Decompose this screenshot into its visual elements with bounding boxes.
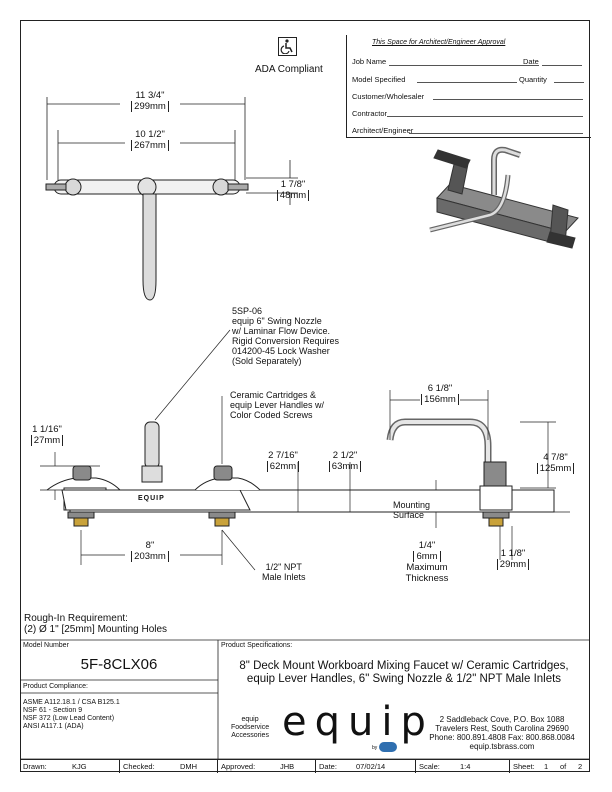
ada-icon [278, 37, 297, 56]
nozzle-callout: 5SP-06 equip 6" Swing Nozzle w/ Laminar … [232, 306, 340, 366]
dim-depth: 1 7/8" 48mm [268, 179, 318, 201]
footer-sheet: Sheet: 1 of 2 [513, 762, 583, 771]
mounting-callout: Mounting Surface [393, 500, 431, 520]
dim-overall: 11 3/4" 299mm [118, 90, 182, 112]
approval-title: This Space for Architect/Engineer Approv… [372, 39, 506, 46]
date-label: Date [523, 57, 539, 66]
drawing-border [20, 20, 590, 772]
spec-description: 8" Deck Mount Workboard Mixing Faucet w/… [239, 660, 569, 685]
model-number: 5F-8CLX06 [80, 656, 158, 673]
footer-checked: Checked: DMH [120, 759, 218, 773]
cartridge-callout: Ceramic Cartridges & equip Lever Handles… [230, 390, 325, 420]
dim-body-height: 2 1/2" 63mm [320, 450, 370, 472]
address-block: 2 Saddleback Cove, P.O. Box 1088 Travele… [429, 715, 575, 751]
spec-label: Product Specifications: [221, 642, 293, 649]
footer-divider [20, 759, 590, 773]
approval-row-customer: Customer/Wholesaler [349, 85, 589, 104]
approval-row-job: Job Name Date [349, 51, 589, 70]
footer-approved: Approved: JHB [218, 759, 316, 773]
dim-handle-height: 1 1/16" 27mm [30, 424, 64, 446]
model-label: Model Number [23, 642, 69, 649]
footer-drawn: Drawn: KJG [20, 759, 120, 773]
ada-label: ADA Compliant [255, 64, 323, 75]
model-specified-label: Model Specified [352, 75, 406, 84]
equip-logo: equip [282, 699, 434, 745]
footer-scale: Scale: 1:4 [416, 759, 510, 773]
dim-max-thickness: 1/4" 6mm Maximum Thickness [405, 540, 449, 584]
compliance-list: ASME A112.18.1 / CSA B125.1 NSF 61 - Sec… [23, 699, 120, 730]
approval-row-model: Model Specified Quantity [349, 68, 589, 87]
contractor-label: Contractor [352, 109, 388, 118]
quantity-label: Quantity [519, 75, 547, 84]
dim-spout-height: 4 7/8" 125mm [528, 452, 583, 474]
dim-outlet-height: 2 7/16" 62mm [266, 450, 300, 472]
dim-centers: 10 1/2" 267mm [118, 129, 182, 151]
logo-by: by [372, 745, 378, 751]
body-brand-mark: EQUIP [138, 495, 165, 502]
logo-badge-icon [379, 742, 397, 752]
architect-label: Architect/Engineer [352, 126, 414, 135]
brand-small: equip Foodservice Accessories [231, 716, 270, 739]
inlets-callout: 1/2" NPT Male Inlets [262, 562, 306, 582]
approval-box [346, 35, 591, 138]
dim-inlet-centers: 8" 203mm [118, 540, 182, 562]
dim-shank: 1 1/8" 29mm [488, 548, 538, 570]
dim-spout-reach: 6 1/8" 156mm [410, 383, 470, 405]
compliance-label: Product Compliance: [23, 683, 88, 690]
rough-in-note: Rough-In Requirement: (2) Ø 1" [25mm] Mo… [24, 613, 168, 635]
customer-label: Customer/Wholesaler [352, 92, 425, 101]
job-name-label: Job Name [352, 57, 387, 66]
approval-row-contractor: Contractor [349, 102, 589, 121]
approval-row-architect: Architect/Engineer [349, 119, 589, 138]
footer-date: Date: 07/02/14 [316, 759, 416, 773]
